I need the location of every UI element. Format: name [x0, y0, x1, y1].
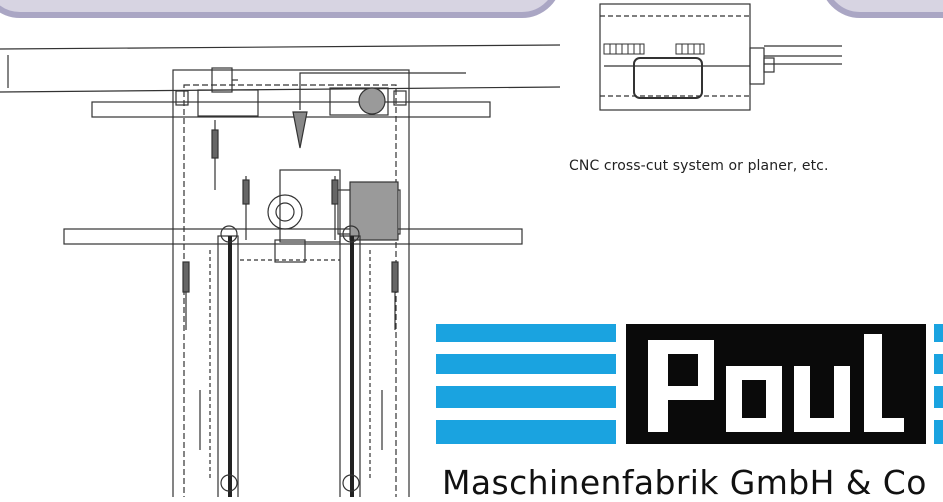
saw-motor-unit [267, 169, 401, 263]
hidden-outlines [209, 250, 371, 480]
logo-stripes-right [934, 324, 943, 444]
cnc-side-unit [749, 47, 765, 85]
infeed-conveyor [0, 44, 560, 93]
cnc-caption: CNC cross-cut system or planer, etc. [569, 158, 829, 174]
cnc-saw-guard [633, 57, 703, 99]
cnc-rollers [603, 43, 705, 55]
paul-logo [436, 324, 943, 444]
machine-plan-drawing [0, 44, 560, 497]
chain-conveyor-right [339, 225, 361, 497]
outfeed-rails [764, 45, 842, 65]
logo-wordmark-letters [648, 334, 904, 432]
company-name: Maschinenfabrik GmbH & Co [442, 463, 927, 502]
machine-frame-outer [172, 69, 410, 497]
upper-drive-left [197, 67, 259, 117]
feed-direction-arrow [292, 111, 308, 149]
logo-stripes-left [436, 324, 616, 444]
upper-crossbeam [91, 101, 491, 118]
guide-line [299, 72, 466, 110]
chain-conveyor-left [217, 225, 239, 497]
lower-crossbeam [63, 228, 523, 245]
corner-bracket [393, 90, 407, 106]
cnc-crosscut-drawing [599, 3, 842, 111]
upper-drive-right [329, 87, 389, 116]
hydraulic-cylinders [182, 120, 399, 450]
corner-bracket [175, 90, 189, 106]
